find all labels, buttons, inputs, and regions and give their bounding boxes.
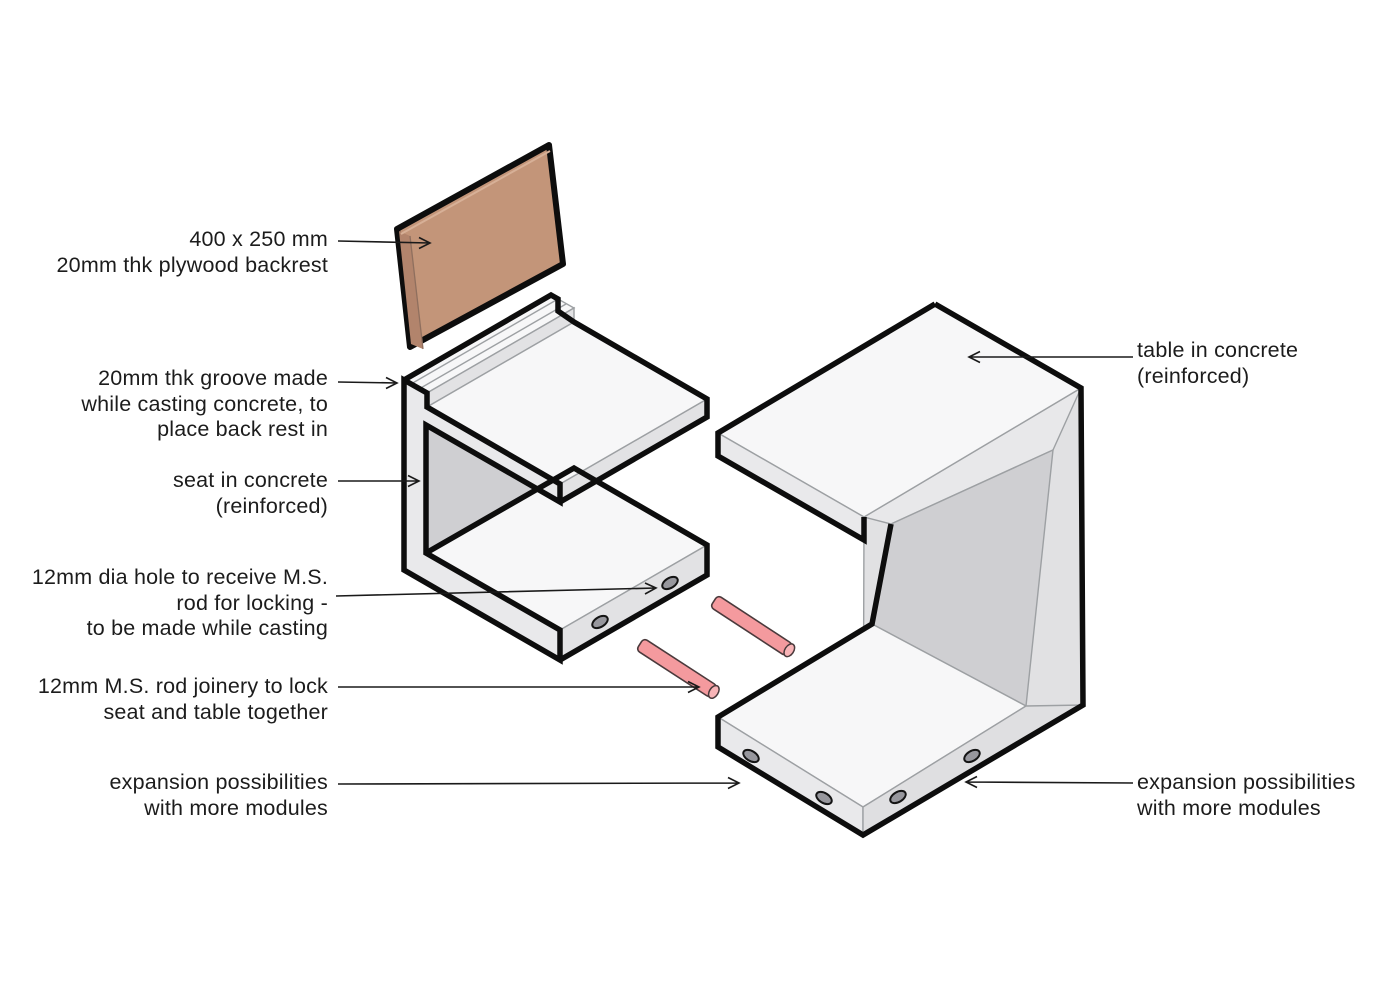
leader-hole — [335, 582, 658, 597]
leader-backrest — [337, 236, 432, 250]
label-line: 12mm dia hole to receive M.S. — [31, 565, 328, 589]
ms-rod — [636, 638, 720, 700]
leader-seat — [338, 474, 421, 488]
table-expansion-hole — [815, 790, 833, 806]
ms-rod — [710, 595, 796, 658]
leader-expansion-left — [337, 776, 741, 790]
label-hole: 12mm dia hole to receive M.S. rod for lo… — [24, 565, 328, 642]
label-expansion-right: expansion possibilities with more module… — [1137, 770, 1400, 821]
label-line: 20mm thk groove made — [98, 366, 328, 390]
label-line: rod for locking - — [176, 590, 328, 615]
leader-rod — [338, 680, 701, 694]
groove-line — [418, 303, 567, 390]
label-groove: 20mm thk groove made while casting concr… — [24, 366, 328, 443]
label-line: place back rest in — [157, 417, 328, 441]
label-line: expansion possibilities — [109, 770, 328, 794]
seat-module — [401, 291, 710, 665]
label-line: seat in concrete — [173, 468, 328, 492]
label-line: while casting concrete, to — [81, 391, 328, 416]
label-rod: 12mm M.S. rod joinery to lock seat and t… — [24, 674, 328, 725]
label-line: 20mm thk plywood backrest — [56, 252, 328, 277]
label-seat: seat in concrete (reinforced) — [24, 468, 328, 519]
label-line: to be made while casting — [86, 616, 328, 640]
seat-rod-hole — [661, 575, 679, 591]
backrest-top-edge-line — [400, 150, 551, 235]
seat-outline — [402, 291, 710, 505]
label-backrest: 400 x 250 mm 20mm thk plywood backrest — [24, 227, 328, 278]
label-line: 400 x 250 mm — [189, 227, 328, 251]
table-expansion-hole — [889, 789, 907, 805]
table-outline — [715, 301, 1086, 839]
table-expansion-hole — [742, 748, 760, 764]
label-table: table in concrete (reinforced) — [1137, 338, 1400, 389]
leader-groove — [337, 376, 399, 390]
table-expansion-hole — [963, 748, 981, 764]
label-line: 12mm M.S. rod joinery to lock — [37, 674, 328, 698]
backrest-edge-line — [409, 235, 424, 350]
label-line: with more modules — [144, 795, 328, 820]
label-line: expansion possibilities — [1137, 770, 1356, 794]
label-line: (reinforced) — [215, 493, 328, 518]
rod-end-cap — [783, 643, 796, 658]
table-module — [715, 301, 1086, 839]
groove-line — [410, 298, 559, 385]
label-line: seat and table together — [103, 699, 328, 724]
label-line: table in concrete — [1137, 338, 1299, 362]
seat-outline — [424, 464, 710, 663]
leader-expansion-right — [964, 775, 1134, 789]
backrest-edge-face — [399, 231, 423, 349]
seat-rod-hole — [591, 614, 609, 630]
backrest-face — [394, 142, 566, 350]
rod-end-cap — [707, 684, 720, 700]
label-line: with more modules — [1137, 795, 1321, 820]
label-expansion-left: expansion possibilities with more module… — [24, 770, 328, 821]
leader-lines — [335, 236, 1134, 790]
plywood-backrest — [394, 142, 566, 350]
label-line: (reinforced) — [1137, 363, 1250, 388]
table-outline — [715, 301, 937, 545]
leader-table — [967, 350, 1133, 364]
